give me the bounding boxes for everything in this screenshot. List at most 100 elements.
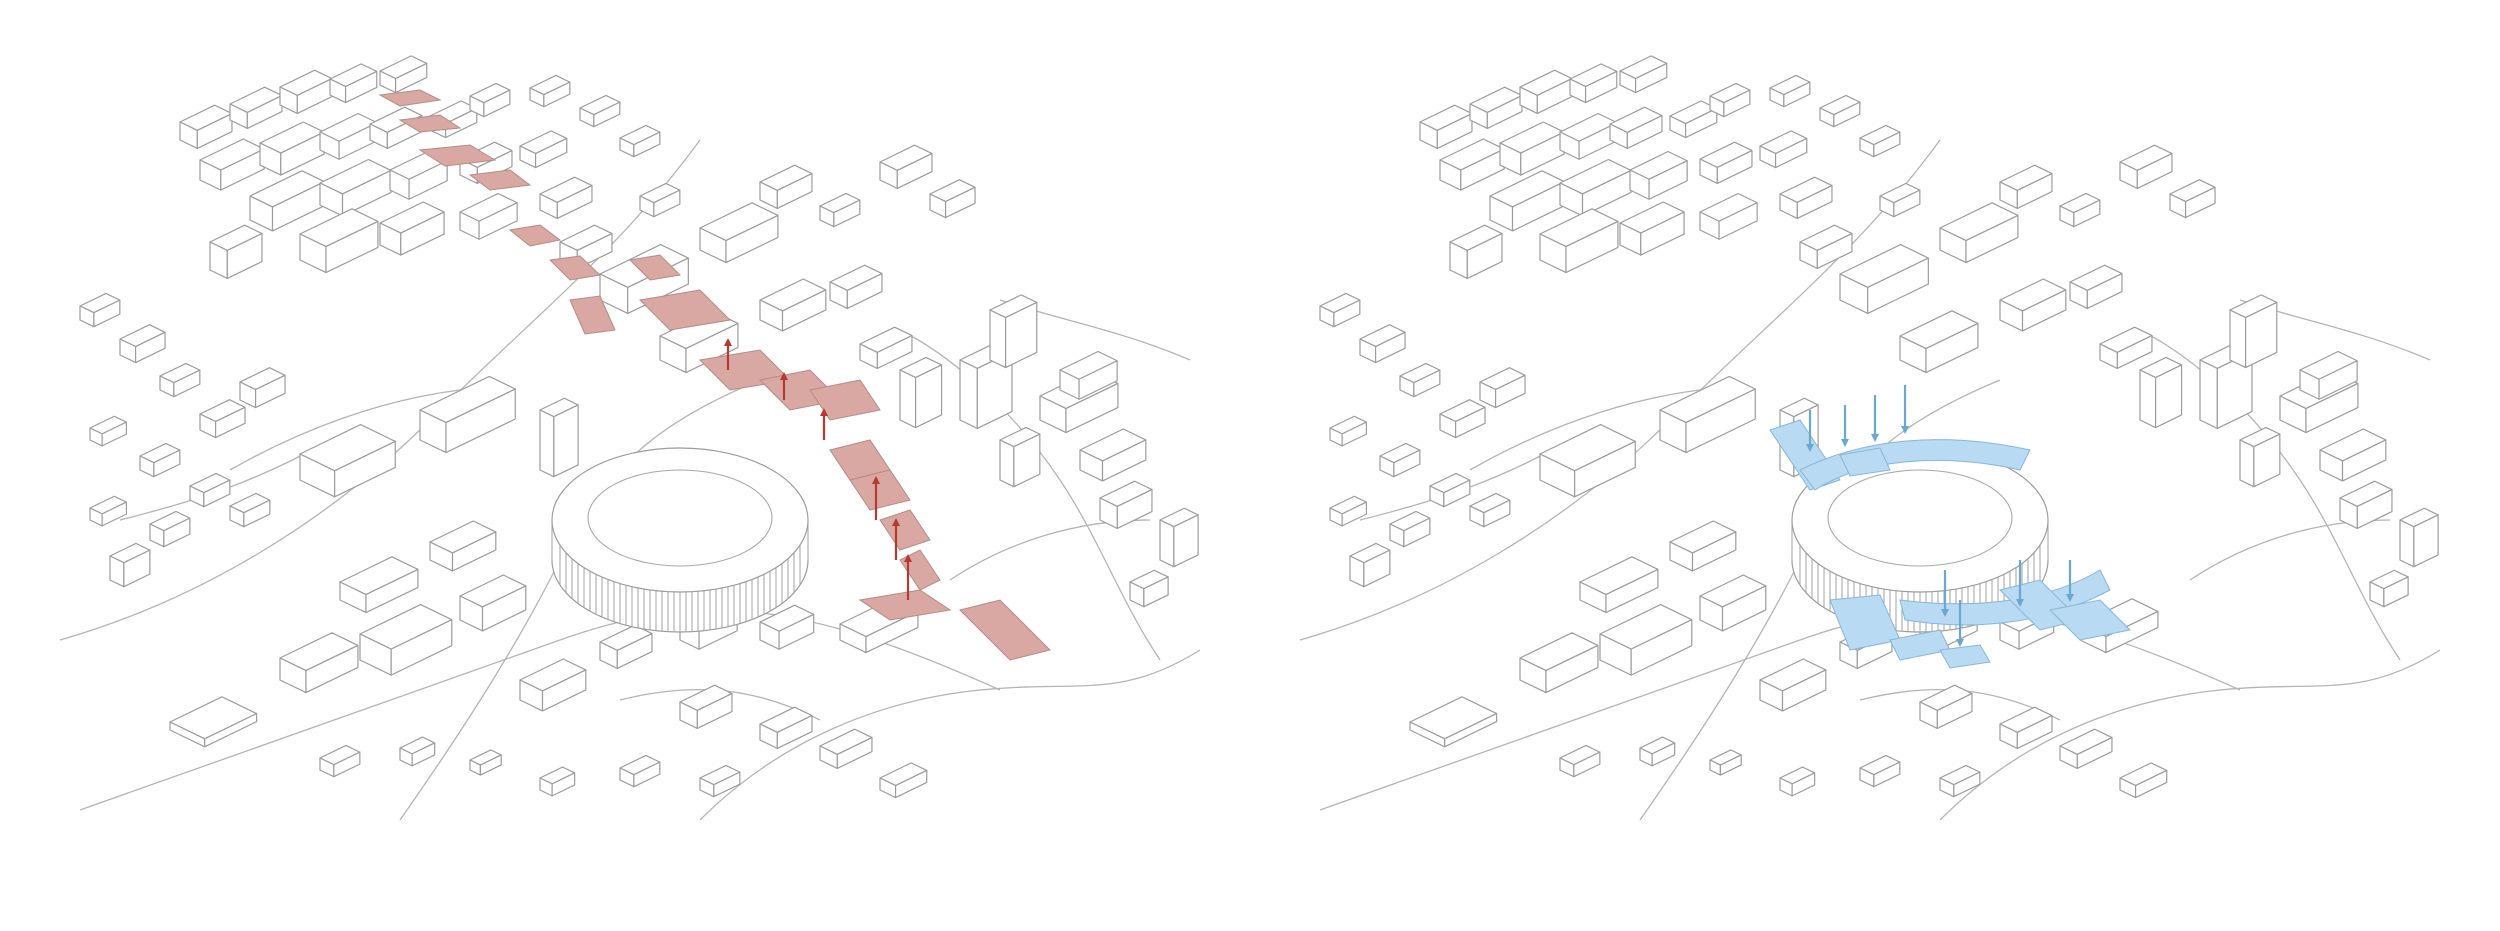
down-arrow-head (1901, 426, 1909, 434)
building-front (93, 299, 121, 328)
building (1059, 350, 1118, 400)
building-front (451, 531, 497, 572)
building-front (1004, 301, 1038, 369)
building-front (2413, 514, 2439, 568)
building (539, 397, 579, 478)
building (639, 182, 681, 218)
building-front (1774, 137, 1808, 169)
building (759, 278, 827, 332)
building-front (1965, 214, 2019, 264)
building (279, 69, 333, 115)
building (699, 202, 779, 264)
building-front (344, 70, 378, 104)
building-side (2399, 519, 2415, 568)
building (2169, 179, 2216, 219)
building (1409, 696, 1498, 748)
building (2119, 144, 2173, 189)
building (1559, 112, 1618, 160)
up-arrow-head (780, 372, 788, 380)
building-side (2199, 359, 2218, 429)
building-front (2383, 576, 2409, 608)
building (1399, 362, 1441, 398)
building-front (1454, 406, 1486, 439)
building-front (1013, 433, 1041, 488)
building-front (1816, 233, 1853, 269)
building-front (163, 517, 191, 548)
building-front (243, 499, 271, 528)
building-side (999, 439, 1015, 488)
building-side (2139, 369, 2157, 429)
building-front (1719, 754, 1742, 776)
building-front (2341, 439, 2387, 482)
building-front (2305, 382, 2359, 434)
building (1539, 424, 1636, 498)
building-front (1867, 257, 1929, 315)
building (169, 696, 258, 748)
building (469, 82, 511, 118)
building (1359, 324, 1406, 364)
building-front (696, 692, 733, 730)
building-front (1630, 619, 1693, 676)
building (819, 728, 873, 770)
building-side (899, 369, 917, 429)
blue-highlight-zone (1939, 644, 1991, 669)
building (1429, 472, 1471, 508)
building-front (778, 613, 815, 650)
building-front (481, 585, 527, 632)
building-front (1781, 669, 1827, 712)
building (2119, 762, 2168, 799)
building (1799, 224, 1853, 269)
building-front (478, 202, 518, 240)
building (1999, 278, 2067, 332)
road (2139, 329, 2401, 661)
down-arrow-head (2016, 599, 2024, 607)
building (519, 658, 587, 712)
building-front (305, 644, 359, 694)
red-highlight-zone (508, 224, 562, 247)
building (149, 510, 191, 548)
building (459, 192, 518, 240)
building-front (1873, 131, 1901, 158)
building-front (1574, 440, 1636, 498)
building (419, 375, 516, 454)
building-front (334, 440, 396, 498)
building-front (1716, 150, 1753, 184)
building-front (551, 772, 576, 797)
red-highlight-zone (418, 144, 497, 167)
building (1699, 574, 1767, 632)
building-side (2239, 439, 2255, 488)
building (1329, 495, 1367, 527)
building (139, 442, 181, 478)
building-front (1466, 233, 1503, 279)
red-highlight-zone (378, 89, 442, 107)
building-front (226, 233, 263, 279)
building (1519, 632, 1599, 694)
building-front (1723, 89, 1751, 118)
building (2059, 728, 2113, 770)
building (1479, 367, 1526, 409)
building-side (2229, 309, 2247, 369)
building (1079, 428, 1147, 482)
building (299, 424, 396, 498)
building (1559, 158, 1632, 217)
left-axonometric-panel (59, 55, 1201, 821)
building-front (1718, 202, 1758, 240)
building (1699, 141, 1753, 184)
building-front (1953, 771, 1981, 798)
building-front (781, 289, 827, 332)
building (1899, 310, 1979, 374)
building (1329, 415, 1367, 447)
building (2139, 356, 2183, 429)
building-front (2134, 769, 2168, 799)
road (2189, 519, 2391, 581)
building-front (123, 549, 151, 588)
building-front (333, 751, 361, 778)
building (229, 86, 283, 129)
building (859, 326, 913, 369)
right-axonometric-panel (1299, 55, 2441, 821)
building (379, 55, 428, 94)
building-front (1691, 531, 1737, 572)
road (899, 329, 1161, 661)
building-front (914, 364, 943, 429)
building (989, 294, 1038, 369)
